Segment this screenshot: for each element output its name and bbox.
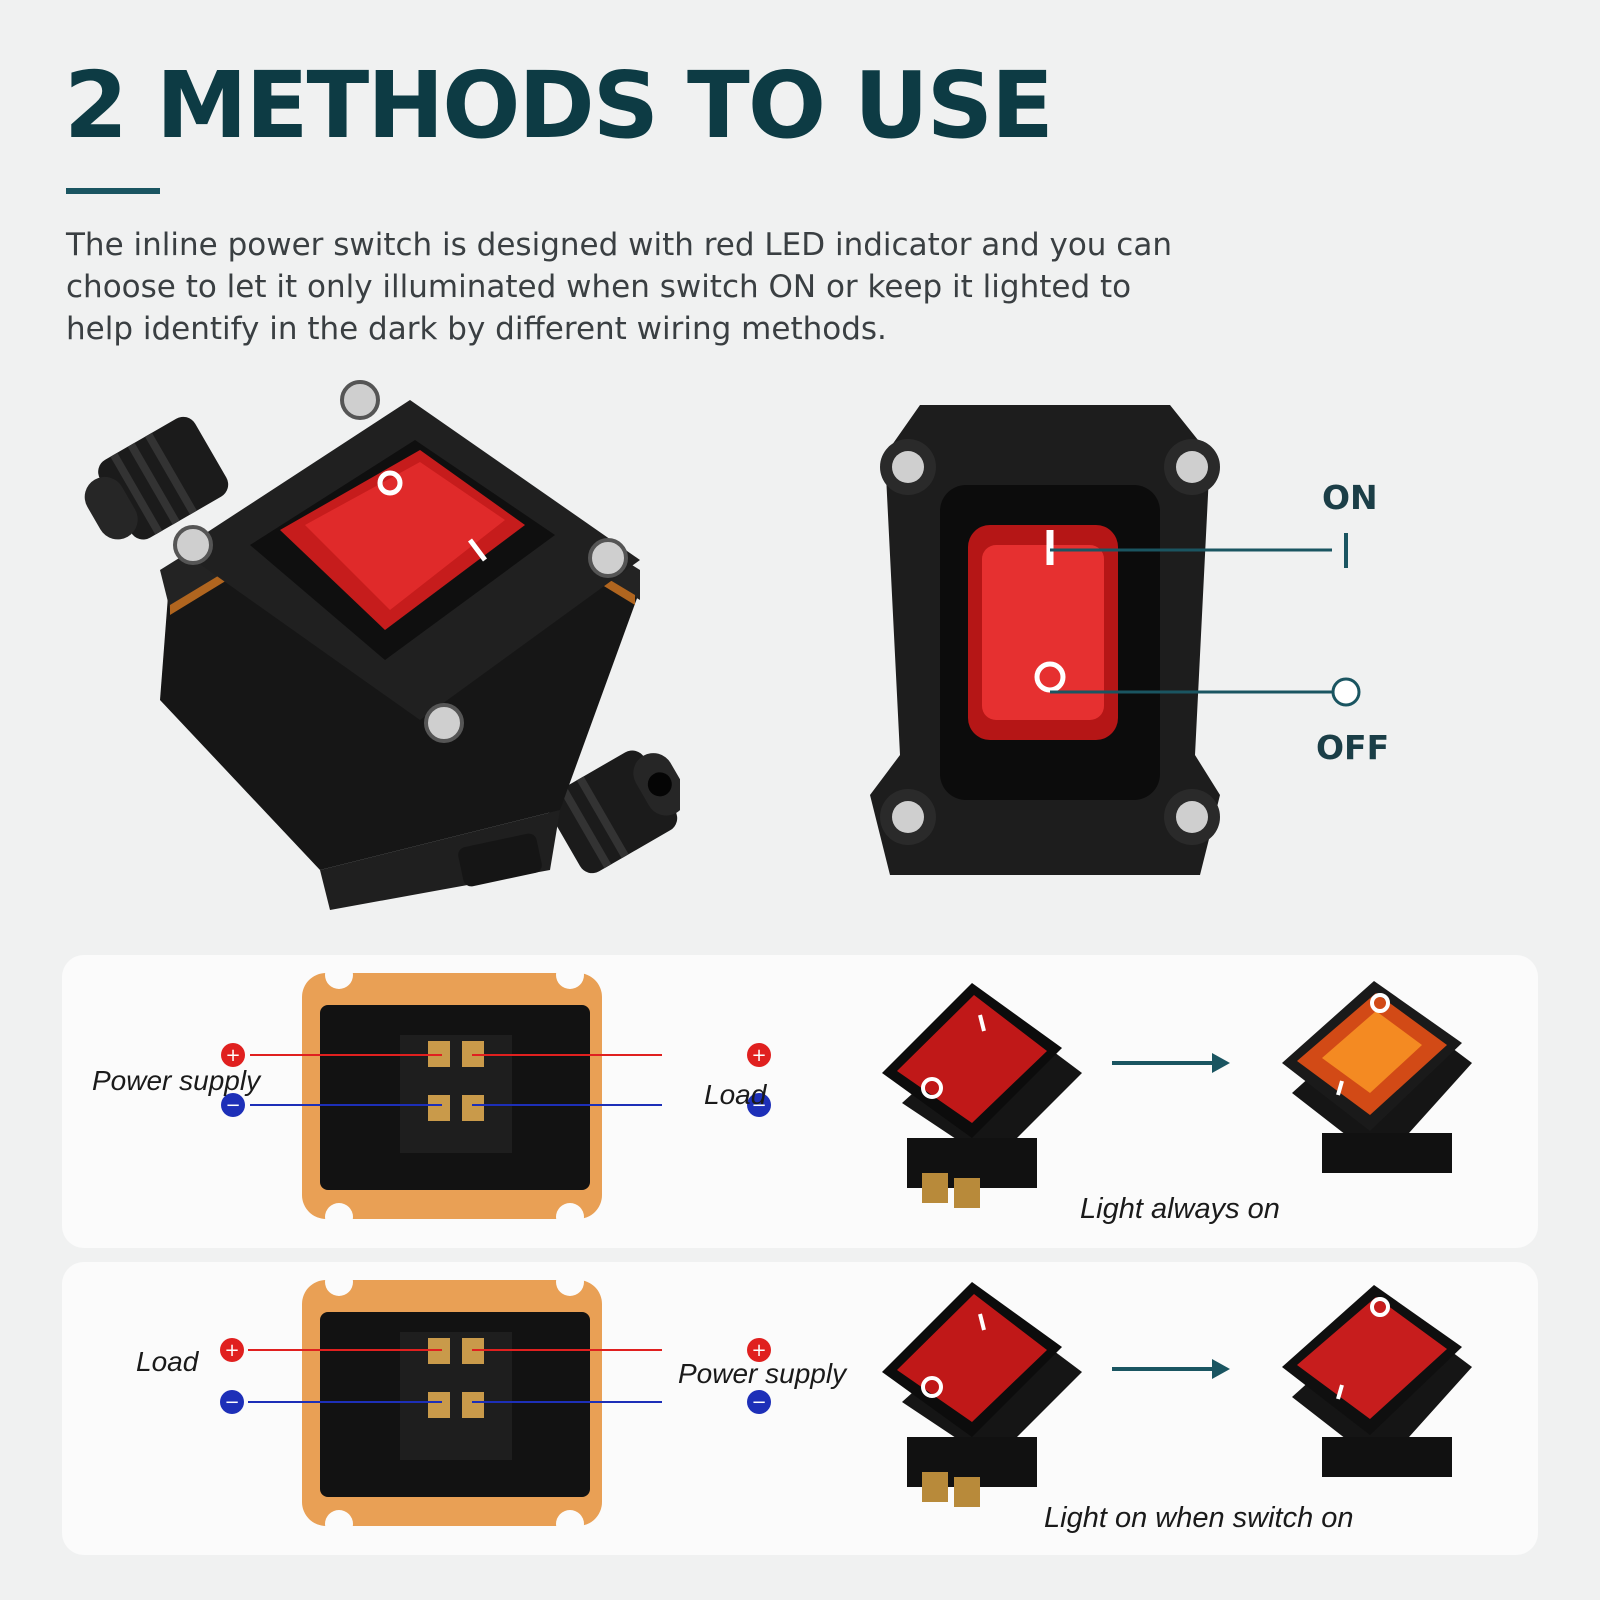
on-off-callout-lines bbox=[1050, 533, 1361, 707]
svg-text:−: − bbox=[751, 1095, 766, 1116]
rocker-switch-on-glowing-photo bbox=[1282, 981, 1472, 1173]
rocker-switch-off-photo bbox=[882, 1282, 1082, 1507]
svg-text:+: + bbox=[224, 1340, 239, 1361]
method-2-caption: Light on when switch on bbox=[1044, 1502, 1354, 1534]
method-1-caption: Light always on bbox=[1080, 1193, 1280, 1225]
method-1-panel: + − + − Power supply Load Light always o… bbox=[62, 955, 1538, 1248]
method-1-left-label: Power supply bbox=[92, 1065, 261, 1096]
off-label: OFF bbox=[1316, 728, 1390, 767]
terminal-box-diagram bbox=[248, 1268, 662, 1538]
switch-box-perspective-photo bbox=[80, 370, 680, 930]
title-underline bbox=[66, 188, 160, 194]
svg-text:−: − bbox=[224, 1392, 239, 1413]
method-2-left-label: Load bbox=[136, 1346, 199, 1377]
description-text: The inline power switch is designed with… bbox=[66, 227, 1172, 347]
terminal-box-diagram bbox=[250, 961, 662, 1231]
method-1-right-label: Load bbox=[704, 1079, 767, 1110]
switch-front-view-photo bbox=[870, 405, 1230, 885]
svg-text:+: + bbox=[751, 1340, 766, 1361]
polarity-markers: + − + − bbox=[220, 1338, 771, 1414]
arrow-icon bbox=[1112, 1053, 1230, 1073]
svg-text:+: + bbox=[751, 1045, 766, 1066]
rocker-switch-off-photo bbox=[882, 983, 1082, 1208]
on-label: ON bbox=[1322, 478, 1378, 517]
svg-text:−: − bbox=[751, 1392, 766, 1413]
svg-text:+: + bbox=[225, 1045, 240, 1066]
rocker-switch-on-red-photo bbox=[1282, 1285, 1472, 1477]
svg-text:−: − bbox=[225, 1095, 240, 1116]
polarity-markers: + − + − bbox=[221, 1043, 771, 1117]
method-2-panel: + − + − Load Power supply Light on when … bbox=[62, 1262, 1538, 1555]
method-2-right-label: Power supply bbox=[678, 1358, 847, 1389]
arrow-icon bbox=[1112, 1359, 1230, 1379]
page-title: 2 METHODS TO USE bbox=[64, 52, 1054, 159]
